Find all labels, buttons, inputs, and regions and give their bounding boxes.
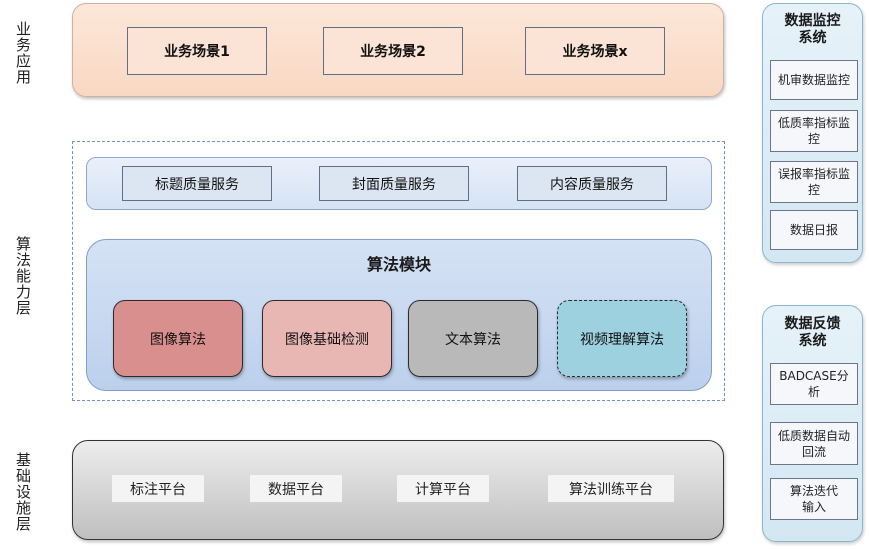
business-scene-1: 业务场景1	[127, 27, 267, 75]
business-scene-x: 业务场景x	[525, 27, 665, 75]
algo-text: 文本算法	[408, 300, 538, 377]
platform-algorithm-training: 算法训练平台	[548, 475, 674, 502]
service-cover-quality: 封面质量服务	[319, 166, 469, 201]
monitor-item-machine-review: 机审数据监控	[770, 60, 858, 100]
algorithm-module-title: 算法模块	[366, 255, 431, 274]
monitoring-system-title: 数据监控系统	[784, 13, 841, 46]
layer-label-business: 业务应用	[14, 21, 32, 85]
service-content-quality: 内容质量服务	[517, 166, 667, 201]
feedback-item-auto-reflow: 低质数据自动回流	[770, 422, 858, 465]
feedback-system-title: 数据反馈系统	[784, 316, 841, 349]
monitor-item-daily-report: 数据日报	[770, 210, 858, 250]
layer-label-algorithm: 算法能力层	[14, 236, 32, 316]
service-title-quality: 标题质量服务	[122, 166, 272, 201]
algo-image: 图像算法	[113, 300, 243, 377]
feedback-item-badcase: BADCASE分析	[770, 363, 858, 405]
layer-label-infrastructure: 基础设施层	[14, 452, 32, 532]
algo-video-understanding: 视频理解算法	[557, 300, 687, 377]
platform-compute: 计算平台	[397, 475, 489, 502]
algorithm-layer-frame	[72, 141, 725, 401]
feedback-item-iteration-input: 算法迭代输入	[770, 478, 858, 520]
platform-data: 数据平台	[250, 475, 342, 502]
algo-image-basic-detection: 图像基础检测	[262, 300, 392, 377]
platform-annotation: 标注平台	[112, 475, 204, 502]
monitor-item-low-quality-rate: 低质率指标监控	[770, 110, 858, 152]
monitor-item-false-alarm-rate: 误报率指标监控	[770, 161, 858, 203]
business-scene-2: 业务场景2	[323, 27, 463, 75]
